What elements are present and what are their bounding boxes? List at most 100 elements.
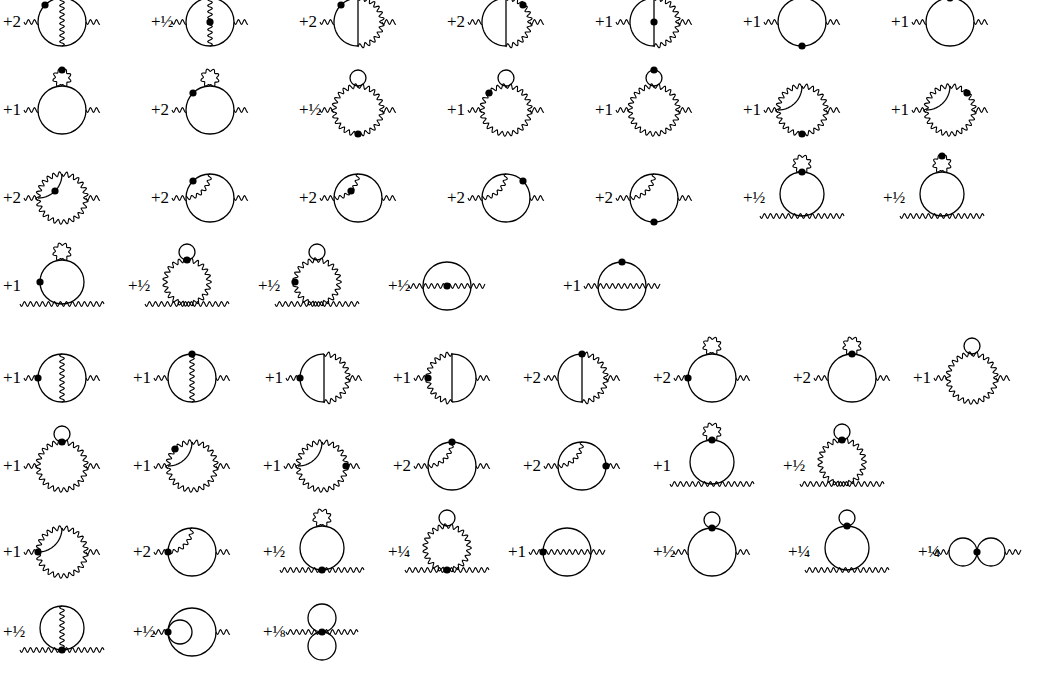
photon-line xyxy=(736,376,750,381)
vertex-dot xyxy=(41,1,48,8)
photon-line xyxy=(912,20,926,25)
fermion-line xyxy=(298,442,322,466)
photon-line xyxy=(324,352,350,404)
photon-line xyxy=(313,509,331,526)
coefficient: +½ xyxy=(151,12,173,32)
vertex-dot xyxy=(318,628,325,635)
fermion-line xyxy=(350,70,366,86)
coefficient: +½ xyxy=(783,456,805,476)
photon-line xyxy=(382,20,396,25)
coefficient: +2 xyxy=(151,100,169,120)
vertex-dot xyxy=(51,187,58,194)
photon-line xyxy=(168,528,193,554)
coefficient: +½ xyxy=(653,542,675,562)
fermion-line xyxy=(38,174,62,198)
vertex-dot xyxy=(938,152,945,159)
fermion-line xyxy=(40,606,84,650)
vertex-dot xyxy=(164,628,171,635)
coefficient: +2 xyxy=(447,188,465,208)
coefficient: +½ xyxy=(883,188,905,208)
photon-line xyxy=(186,174,211,200)
photon-line xyxy=(826,108,840,113)
photon-line xyxy=(216,630,230,635)
vertex-dot xyxy=(650,218,657,225)
fermion-line xyxy=(428,442,476,490)
fermion-line xyxy=(308,604,336,632)
coefficient: +1 xyxy=(595,12,613,32)
photon-line xyxy=(558,442,583,468)
coefficient: +2 xyxy=(3,188,21,208)
photon-line xyxy=(654,0,680,48)
photon-line xyxy=(476,376,490,381)
coefficient: +1 xyxy=(508,542,526,562)
coefficient: +1 xyxy=(595,100,613,120)
vertex-dot xyxy=(798,168,805,175)
photon-line xyxy=(334,174,359,200)
coefficient: +1 xyxy=(3,542,21,562)
photon-line xyxy=(606,376,620,381)
vertex-dot xyxy=(189,89,196,96)
photon-line xyxy=(582,352,608,404)
photon-line xyxy=(616,196,630,201)
coefficient: +¼ xyxy=(388,542,410,562)
photon-line xyxy=(468,108,482,113)
coefficient: +2 xyxy=(3,12,21,32)
fermion-line xyxy=(482,174,530,222)
fermion-line xyxy=(186,86,234,134)
photon-line xyxy=(172,196,186,201)
photon-line xyxy=(805,568,889,573)
coefficient: +1 xyxy=(265,368,283,388)
vertex-dot xyxy=(519,1,526,8)
fermion-line xyxy=(926,0,974,46)
photon-line xyxy=(172,20,186,25)
coefficient: +1 xyxy=(133,368,151,388)
vertex-dot xyxy=(946,0,953,2)
photon-line xyxy=(764,108,778,113)
fermion-line xyxy=(498,70,514,86)
coefficient: +1 xyxy=(3,368,21,388)
photon-line xyxy=(166,440,218,492)
photon-line xyxy=(423,524,471,572)
photon-line xyxy=(286,630,322,635)
photon-line xyxy=(674,550,688,555)
photon-line xyxy=(476,464,490,469)
photon-line xyxy=(482,174,507,200)
fermion-line xyxy=(38,86,86,134)
photon-line xyxy=(468,196,482,201)
photon-line xyxy=(814,376,828,381)
vertex-dot xyxy=(650,66,657,73)
photon-line xyxy=(876,376,890,381)
coefficient: +½ xyxy=(263,542,285,562)
photon-line xyxy=(234,196,248,201)
photon-line xyxy=(60,354,65,402)
coefficient: +1 xyxy=(447,100,465,120)
vertex-dot xyxy=(58,646,65,653)
vertex-dot xyxy=(798,42,805,49)
coefficient: +2 xyxy=(653,368,671,388)
vertex-dot xyxy=(485,89,492,96)
vertex-dot xyxy=(36,278,43,285)
vertex-dot xyxy=(291,278,298,285)
photon-line xyxy=(912,108,926,113)
photon-line xyxy=(24,464,38,469)
photon-line xyxy=(1005,550,1021,555)
coefficient: +2 xyxy=(595,188,613,208)
photon-line xyxy=(86,550,100,555)
vertex-dot xyxy=(443,566,450,573)
photon-line xyxy=(216,550,230,555)
fermion-line xyxy=(323,354,324,402)
photon-line xyxy=(974,108,988,113)
photon-line xyxy=(760,214,844,219)
vertex-dot xyxy=(188,350,195,357)
vertex-dot xyxy=(708,436,715,443)
photon-line xyxy=(293,258,341,306)
vertex-dot xyxy=(164,548,171,555)
photon-line xyxy=(818,438,866,486)
photon-line xyxy=(670,482,754,487)
photon-line xyxy=(216,464,230,469)
photon-line xyxy=(480,84,532,136)
coefficient: +2 xyxy=(133,542,151,562)
photon-line xyxy=(86,196,100,201)
photon-line xyxy=(468,20,482,25)
